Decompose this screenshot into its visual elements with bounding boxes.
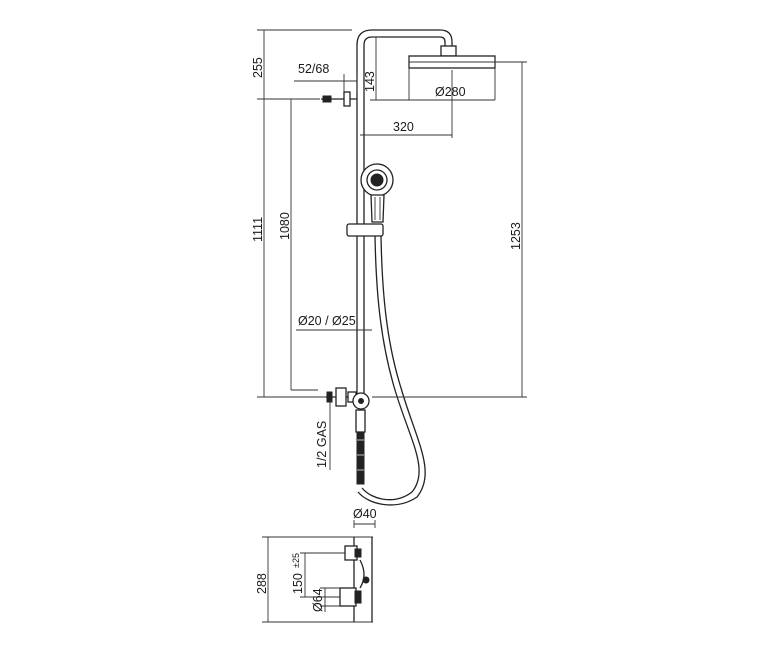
mixer-detail-view — [262, 520, 376, 623]
dim-255: 255 — [251, 57, 265, 78]
dim-143: 143 — [363, 71, 377, 92]
gas-connection-label: 1/2 GAS — [315, 421, 329, 468]
dim-52-68: 52/68 — [298, 62, 329, 76]
hand-shower-holder — [346, 223, 384, 237]
dim-280: Ø280 — [435, 85, 466, 99]
dim-20-25: Ø20 / Ø25 — [298, 314, 356, 328]
shower-column — [321, 29, 496, 395]
dim-1253: 1253 — [509, 222, 523, 250]
dim-1111: 1111 — [251, 217, 265, 242]
dim-tolerance: ±25 — [291, 553, 301, 568]
dim-40: Ø40 — [353, 507, 377, 521]
dim-1080: 1080 — [278, 212, 292, 240]
dim-64: Ø64 — [311, 588, 325, 612]
dim-288: 288 — [255, 573, 269, 594]
hand-shower — [346, 163, 426, 506]
dimension-lines — [257, 29, 527, 470]
dim-320: 320 — [393, 120, 414, 134]
dimension-labels: 255 52/68 143 Ø280 320 1111 1080 1253 Ø2… — [251, 57, 523, 468]
dim-150: 150 — [291, 573, 305, 594]
detail-dimension-labels: Ø40 288 150 ±25 Ø64 — [255, 507, 377, 612]
mixer-connection — [326, 387, 370, 485]
